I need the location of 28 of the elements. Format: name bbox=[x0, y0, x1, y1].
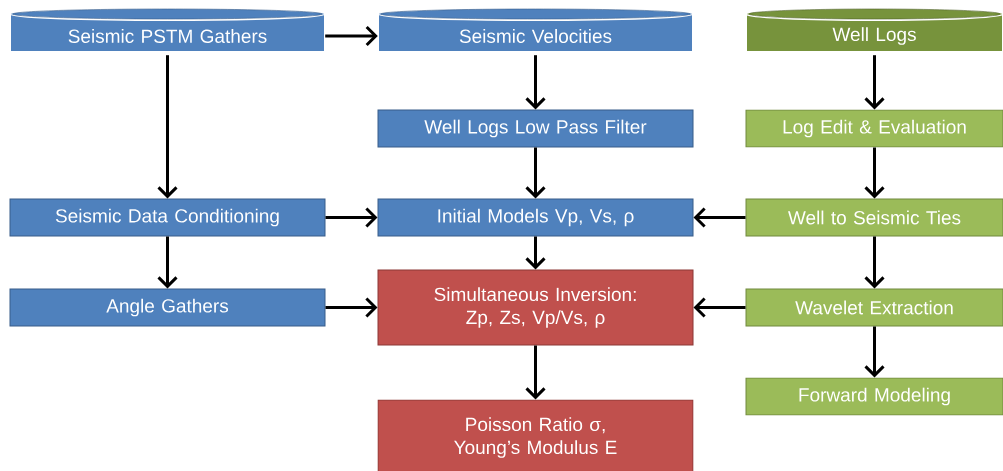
arrow bbox=[864, 236, 885, 289]
database-disc: Seismic PSTM Gathers bbox=[9, 7, 326, 53]
arrow bbox=[525, 55, 546, 110]
arrow bbox=[693, 297, 746, 318]
database-disc: Seismic Velocities bbox=[377, 7, 694, 53]
process-box: Well Logs Low Pass Filter bbox=[377, 109, 694, 148]
arrow bbox=[693, 207, 746, 228]
arrow bbox=[864, 147, 885, 199]
arrow bbox=[525, 147, 546, 199]
arrow bbox=[157, 55, 178, 199]
arrow bbox=[525, 236, 546, 270]
process-box: Forward Modeling bbox=[745, 377, 1003, 416]
process-box: Simultaneous Inversion: Zp, Zs, Vp/Vs, ρ bbox=[377, 269, 694, 346]
arrow bbox=[864, 326, 885, 378]
arrow bbox=[864, 55, 885, 110]
arrow bbox=[325, 207, 378, 228]
process-box: Seismic Data Conditioning bbox=[9, 198, 326, 237]
database-disc: Well Logs bbox=[745, 7, 1003, 53]
process-box: Initial Models Vp, Vs, ρ bbox=[377, 198, 694, 237]
process-box: Log Edit & Evaluation bbox=[745, 109, 1003, 148]
arrow bbox=[325, 297, 378, 318]
process-box: Poisson Ratio σ, Young’s Modulus E bbox=[377, 399, 694, 471]
process-box: Well to Seismic Ties bbox=[745, 198, 1003, 237]
process-box: Angle Gathers bbox=[9, 288, 326, 327]
process-box: Wavelet Extraction bbox=[745, 288, 1003, 327]
arrow bbox=[525, 345, 546, 400]
arrow bbox=[325, 25, 378, 47]
arrow bbox=[157, 236, 178, 289]
